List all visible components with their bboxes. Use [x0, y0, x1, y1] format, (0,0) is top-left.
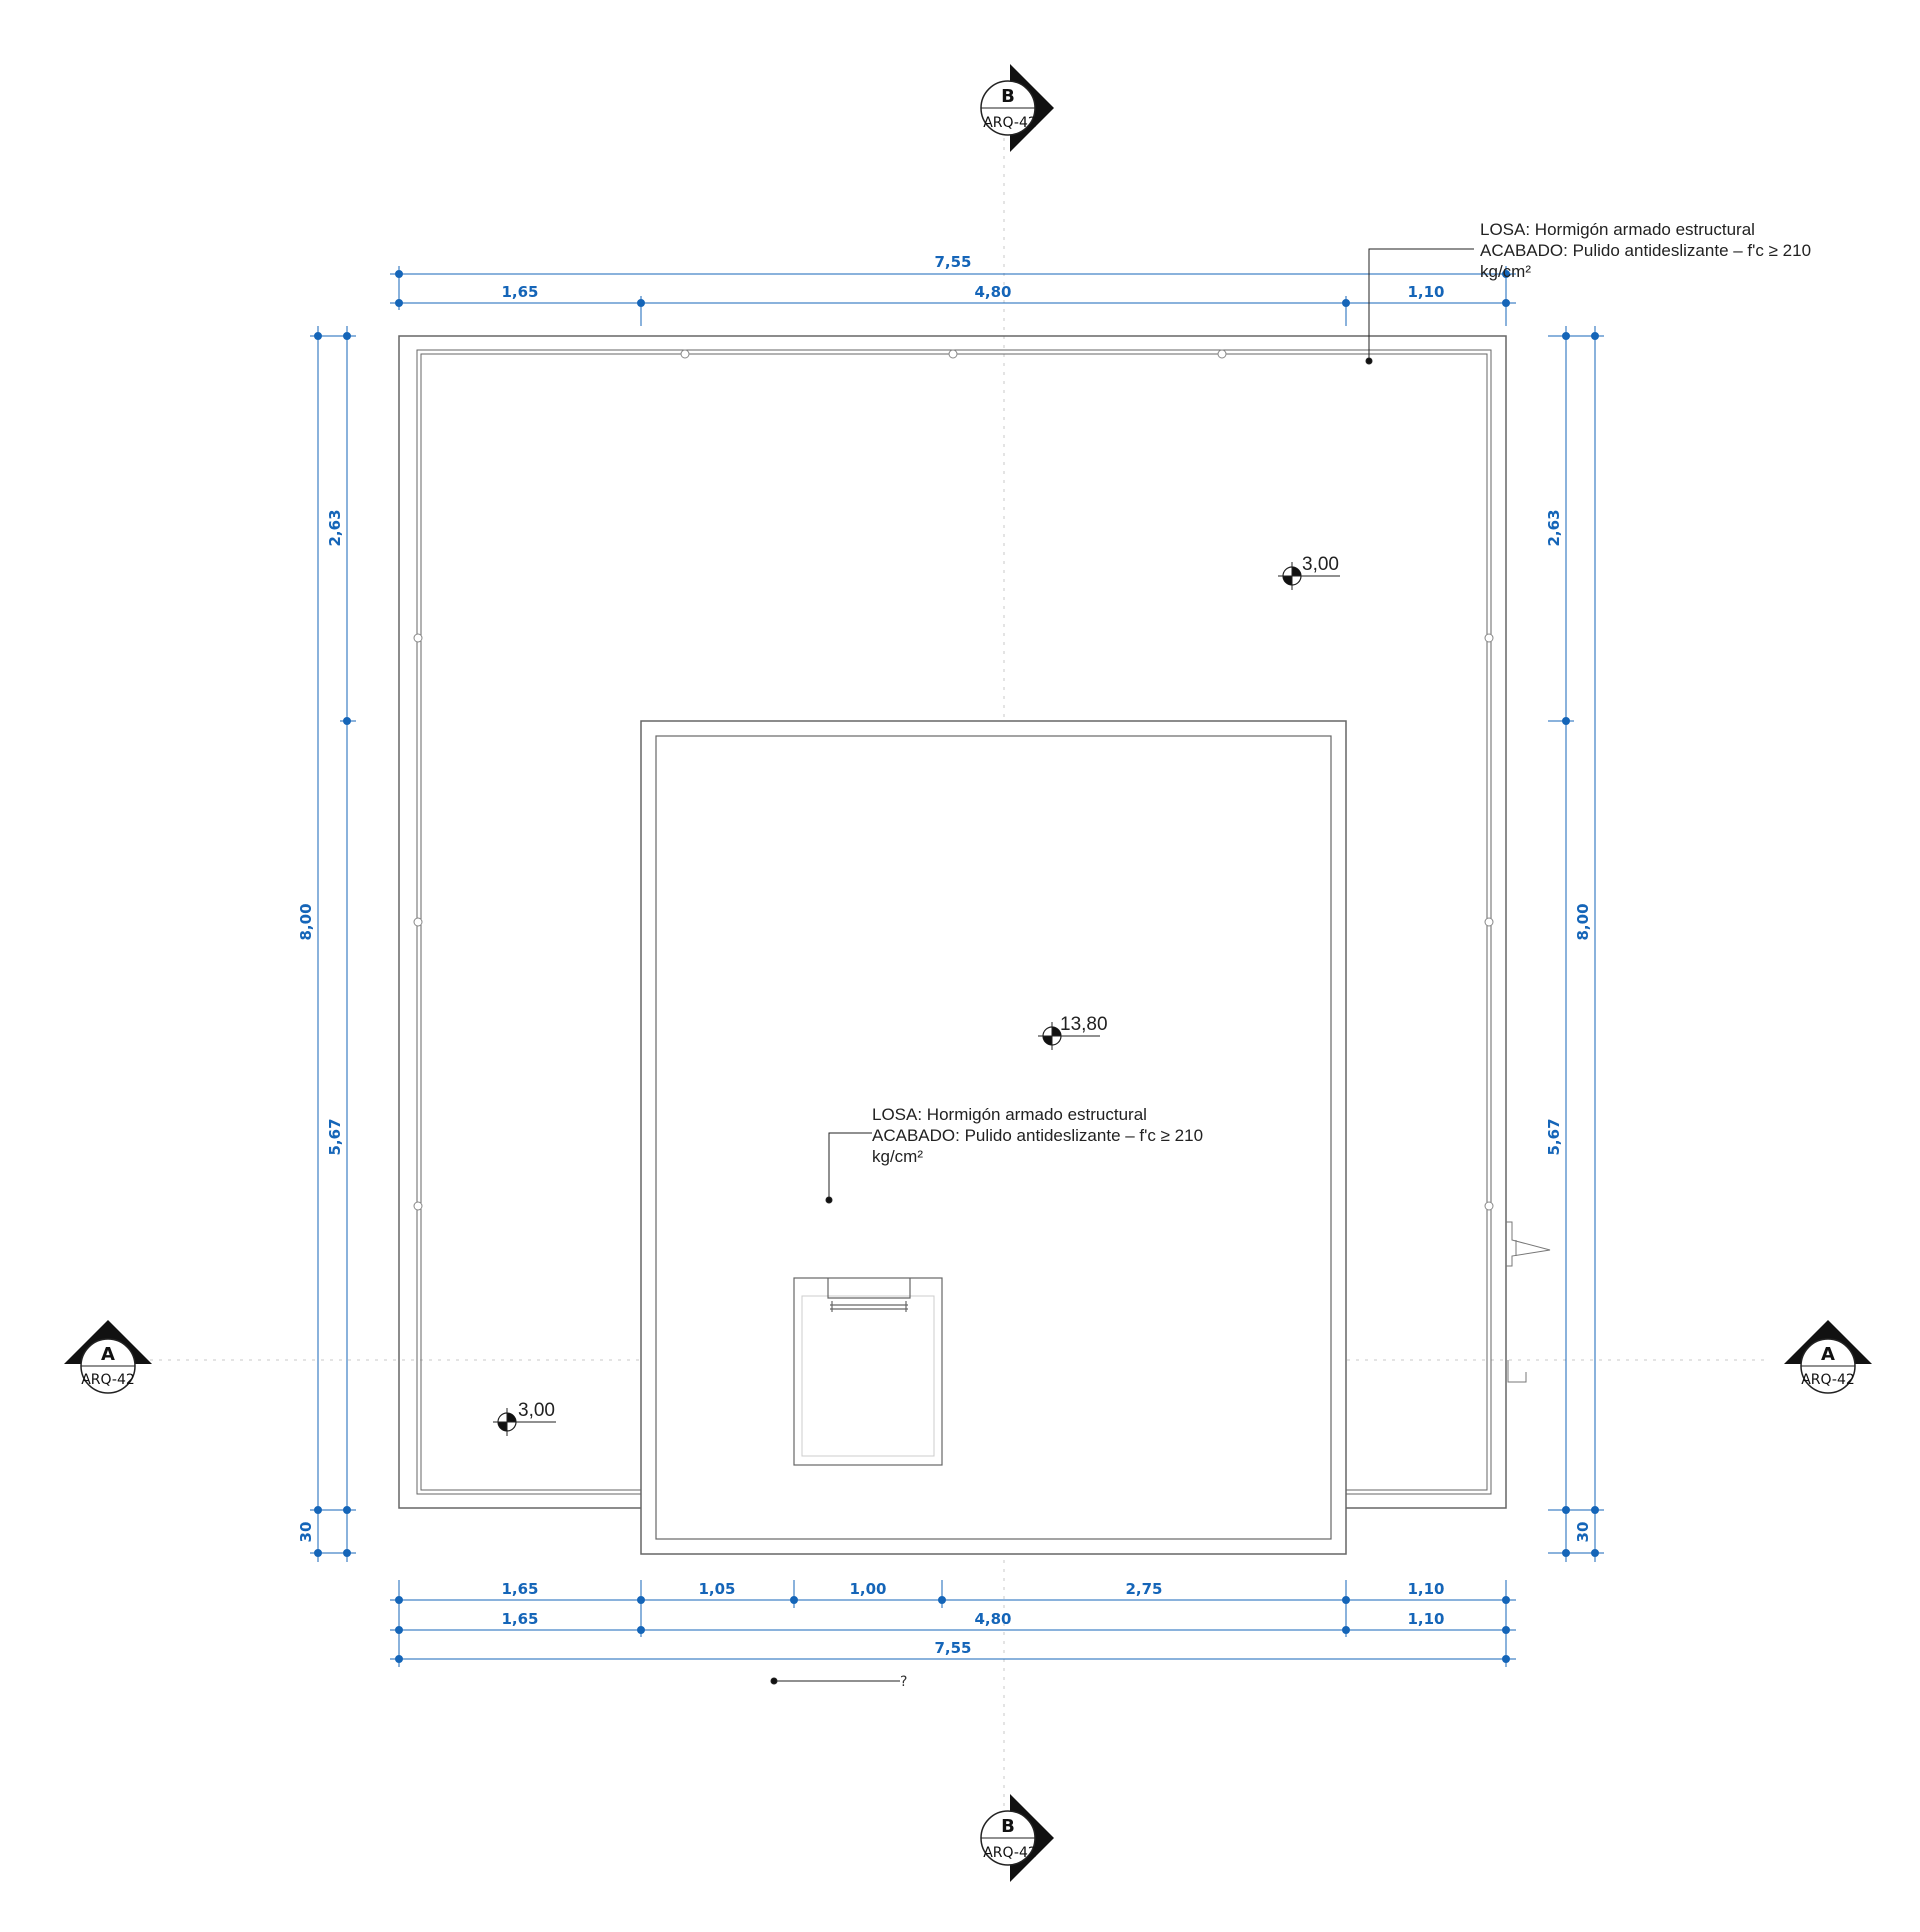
- section-b-bottom-letter: B: [1001, 1816, 1015, 1837]
- dim-left-seg-2: 5,67: [326, 1118, 344, 1155]
- dim-bottom-row2-1: 1,65: [501, 1610, 538, 1628]
- hatch-notch: [827, 1278, 911, 1299]
- dim-bottom-row1-3: 1,00: [849, 1580, 886, 1598]
- dim-right-overall: 8,00: [1574, 903, 1592, 940]
- note-top-line2: ACABADO: Pulido antideslizante – f'c ≥ 2…: [1480, 241, 1811, 260]
- dim-bottom-row1-5: 1,10: [1407, 1580, 1444, 1598]
- drain-outlet: [1507, 1360, 1527, 1383]
- level-upper-right: 3,00: [1302, 554, 1339, 575]
- roof-hatch: [793, 1277, 943, 1466]
- dim-bottom-overall: 7,55: [934, 1639, 971, 1657]
- note-top-line1: LOSA: Hormigón armado estructural: [1480, 220, 1755, 239]
- joint-mark: [1484, 1201, 1494, 1211]
- section-marker-b-bottom: B ARQ-42: [980, 1794, 1054, 1882]
- section-a-right-letter: A: [1821, 1344, 1835, 1365]
- joint-mark: [948, 349, 958, 359]
- dim-bottom-row1-1: 1,65: [501, 1580, 538, 1598]
- section-a-left-sheet: ARQ-42: [81, 1372, 135, 1388]
- hatch-frame: [793, 1277, 943, 1466]
- wall-fixtures: [1506, 1221, 1551, 1383]
- note-center-line2: ACABADO: Pulido antideslizante – f'c ≥ 2…: [872, 1126, 1203, 1145]
- note-top: LOSA: Hormigón armado estructural ACABAD…: [1480, 220, 1811, 281]
- parapet-joints: [413, 349, 1494, 1211]
- leader-tag: ?: [900, 1674, 907, 1690]
- note-center: LOSA: Hormigón armado estructural ACABAD…: [872, 1105, 1203, 1166]
- section-b-top-letter: B: [1001, 86, 1015, 107]
- section-a-right-sheet: ARQ-42: [1801, 1372, 1855, 1388]
- dim-top-seg-1: 1,65: [501, 283, 538, 301]
- section-a-left-letter: A: [101, 1344, 115, 1365]
- dim-bottom-row1-2: 1,05: [698, 1580, 735, 1598]
- section-marker-a-left: A ARQ-42: [64, 1320, 152, 1394]
- joint-mark: [413, 633, 423, 643]
- downspout-bracket: [1506, 1221, 1551, 1267]
- upper-block-inner: [655, 735, 1332, 1540]
- dim-right-seg-1: 2,63: [1545, 509, 1563, 546]
- dimension-lines: [310, 266, 1604, 1667]
- dim-top-overall: 7,55: [934, 253, 971, 271]
- dim-top-seg-3: 1,10: [1407, 283, 1444, 301]
- dim-right-seg-2: 5,67: [1545, 1118, 1563, 1155]
- dim-left-seg-1: 2,63: [326, 509, 344, 546]
- note-center-line1: LOSA: Hormigón armado estructural: [872, 1105, 1147, 1124]
- joint-mark: [1484, 917, 1494, 927]
- joint-mark: [1484, 633, 1494, 643]
- dim-left-overall: 8,00: [297, 903, 315, 940]
- section-marker-a-right: A ARQ-42: [1784, 1320, 1872, 1394]
- joint-mark: [1217, 349, 1227, 359]
- joint-mark: [680, 349, 690, 359]
- dim-bottom-row2-3: 1,10: [1407, 1610, 1444, 1628]
- level-center: 13,80: [1060, 1014, 1108, 1035]
- dim-bottom-row1-4: 2,75: [1125, 1580, 1162, 1598]
- upper-block: [640, 720, 1347, 1555]
- hatch-inner: [801, 1295, 935, 1457]
- section-b-top-sheet: ARQ-42: [983, 115, 1037, 131]
- section-b-bottom-sheet: ARQ-42: [983, 1845, 1037, 1861]
- level-marker-lower-left: 3,00: [493, 1400, 556, 1436]
- level-lower-left: 3,00: [518, 1400, 555, 1421]
- section-marker-b-top: B ARQ-42: [980, 64, 1054, 152]
- joint-mark: [413, 917, 423, 927]
- note-top-line3: kg/cm²: [1480, 262, 1531, 281]
- dim-top-seg-2: 4,80: [974, 283, 1011, 301]
- level-marker-upper-right: 3,00: [1278, 554, 1340, 590]
- dim-left-seg-3: 30: [297, 1522, 315, 1543]
- note-center-line3: kg/cm²: [872, 1147, 923, 1166]
- dimension-labels: 7,55 1,65 4,80 1,10 1,65 1,05 1,00 2,75 …: [297, 253, 1592, 1657]
- dim-right-seg-3: 30: [1574, 1522, 1592, 1543]
- level-marker-center: 13,80: [1038, 1014, 1108, 1050]
- dim-bottom-row2-2: 4,80: [974, 1610, 1011, 1628]
- upper-block-outer: [640, 720, 1347, 1555]
- joint-mark: [413, 1201, 423, 1211]
- note-leaders: [770, 248, 1474, 1685]
